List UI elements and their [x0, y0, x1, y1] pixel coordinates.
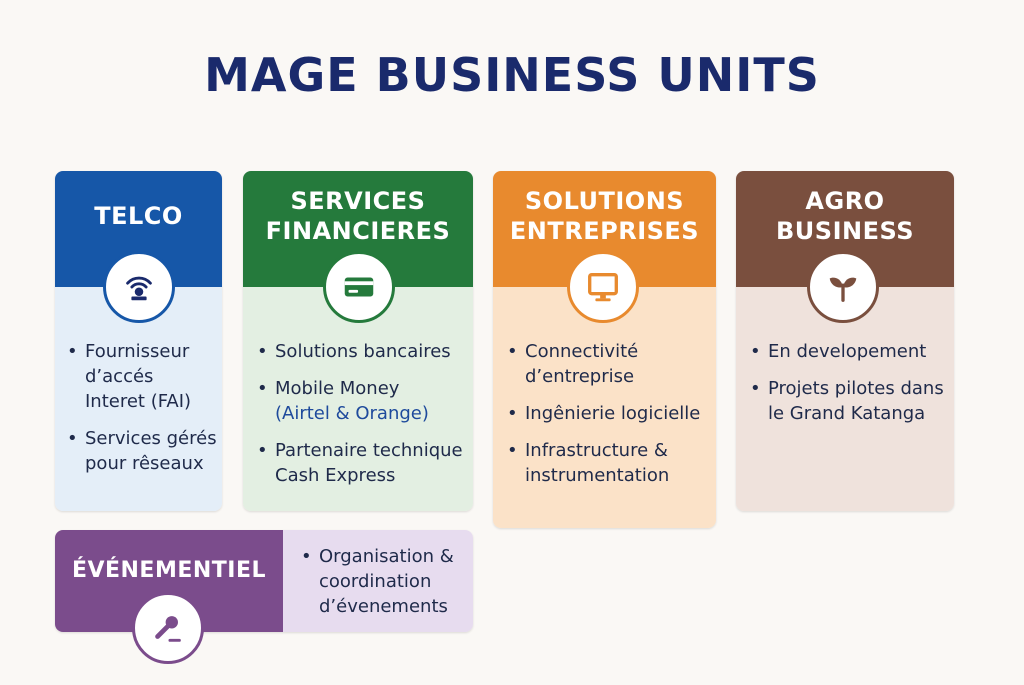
event-list: Organisation & coordination d’évenements — [301, 544, 471, 631]
card-title: TELCO — [94, 202, 183, 230]
card-event: ÉVÉNEMENTIEL Organisation & coordination… — [55, 530, 473, 632]
card-title-line2: BUSINESS — [776, 217, 914, 245]
list-item: Projets pilotes dans le Grand Katanga — [750, 376, 950, 426]
card-title-line1: SOLUTIONS — [524, 187, 685, 215]
list-item: Fournisseur d’accés Interet (FAI) — [67, 339, 219, 414]
card-body: Organisation & coordination d’évenements — [283, 530, 473, 632]
card-agro: AGRO BUSINESS En developement Projets pi… — [736, 171, 954, 511]
card-title-line1: SERVICES — [290, 187, 426, 215]
card-header: SERVICES FINANCIERES — [243, 171, 473, 287]
list-item: Infrastructure & instrumentation — [507, 438, 712, 488]
microphone-icon — [132, 592, 204, 664]
card-title-line1: AGRO — [805, 187, 885, 215]
card-solutions: SOLUTIONS ENTREPRISES Connectivité d’ent… — [493, 171, 716, 528]
list-item: En developement — [750, 339, 950, 364]
agro-list: En developement Projets pilotes dans le … — [750, 339, 950, 438]
card-telco: TELCO Fournisseur d’accés Interet (FAI) … — [55, 171, 222, 511]
sprout-icon — [807, 251, 879, 323]
wifi-signal-icon — [103, 251, 175, 323]
financial-list: Solutions bancaires Mobile Money(Airtel … — [257, 339, 469, 500]
list-item: Services gérés pour rêseaux — [67, 426, 219, 476]
telco-list: Fournisseur d’accés Interet (FAI) Servic… — [67, 339, 219, 488]
monitor-icon — [567, 251, 639, 323]
list-item-sub: (Airtel & Orange) — [275, 403, 429, 424]
card-title-line2: FINANCIERES — [265, 217, 451, 245]
page-title: MAGE BUSINESS UNITS — [204, 48, 820, 102]
card-title: ÉVÉNEMENTIEL — [71, 557, 267, 583]
list-item: Ingênierie logicielle — [507, 401, 712, 426]
card-title-line2: ENTREPRISES — [509, 217, 700, 245]
list-item: Mobile Money(Airtel & Orange) — [257, 376, 469, 426]
list-item: Partenaire technique Cash Express — [257, 438, 469, 488]
list-item: Organisation & coordination d’évenements — [301, 544, 471, 619]
list-item: Connectivité d’entreprise — [507, 339, 712, 389]
card-icon — [323, 251, 395, 323]
card-financial: SERVICES FINANCIERES Solutions bancaires… — [243, 171, 473, 511]
solutions-list: Connectivité d’entreprise Ingênierie log… — [507, 339, 712, 500]
list-item: Solutions bancaires — [257, 339, 469, 364]
